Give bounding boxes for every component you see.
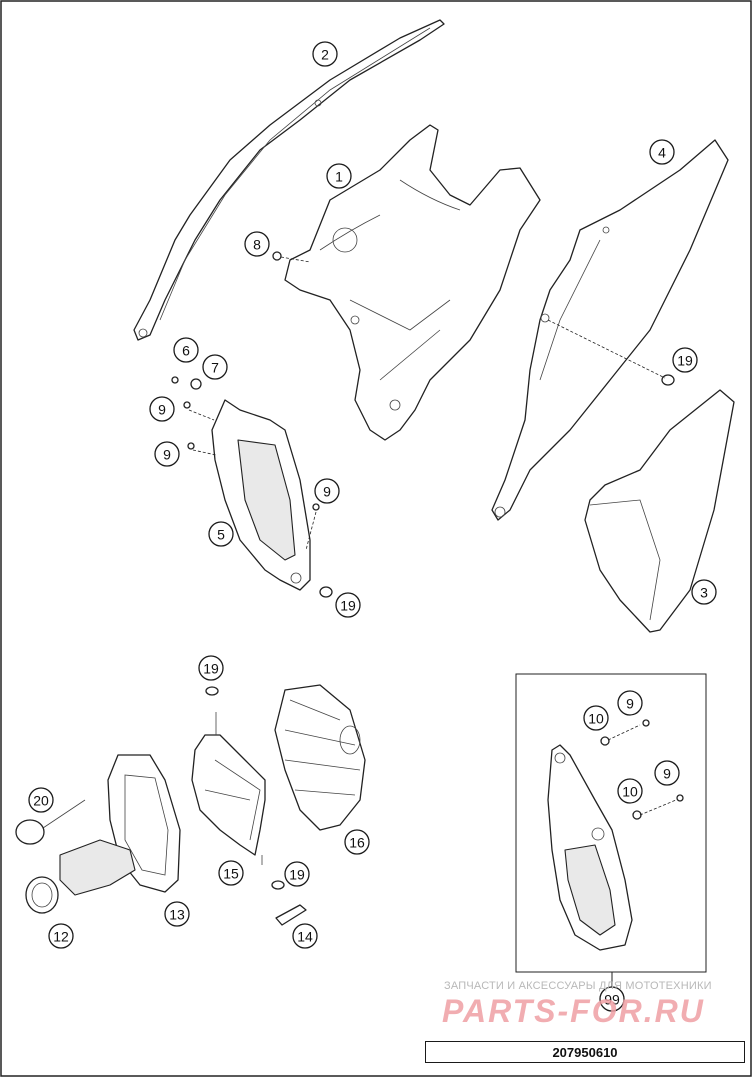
kit-99-box xyxy=(515,673,707,973)
callout-label: 19 xyxy=(677,353,693,369)
callout-label: 4 xyxy=(658,145,666,161)
callout-circle xyxy=(198,655,224,681)
callout-label: 14 xyxy=(297,929,313,945)
callout-label: 15 xyxy=(223,866,239,882)
callout-label: 6 xyxy=(182,343,190,359)
callout-c99[interactable]: 99 xyxy=(599,986,625,1012)
callout-c3[interactable]: 3 xyxy=(691,579,717,605)
callout-circle xyxy=(208,521,234,547)
part-12-ring[interactable] xyxy=(25,839,136,914)
callout-circle xyxy=(154,441,180,467)
callout-label: 8 xyxy=(253,237,261,253)
watermark-caption: ЗАПЧАСТИ И АКСЕССУАРЫ ДЛЯ МОТОТЕХНИКИ xyxy=(444,980,712,992)
callout-label: 9 xyxy=(323,484,331,500)
callout-c1[interactable]: 1 xyxy=(326,163,352,189)
part-14-clip[interactable] xyxy=(275,904,307,926)
callout-c9d[interactable]: 9 xyxy=(617,690,643,716)
callout-c5[interactable]: 5 xyxy=(208,521,234,547)
callout-label: 9 xyxy=(163,447,171,463)
callout-c19d[interactable]: 19 xyxy=(284,861,310,887)
callout-c19a[interactable]: 19 xyxy=(672,347,698,373)
callout-circle xyxy=(617,778,643,804)
callout-c2[interactable]: 2 xyxy=(312,41,338,67)
callout-circle xyxy=(326,163,352,189)
callout-label: 9 xyxy=(626,696,634,712)
callout-label: 19 xyxy=(289,867,305,883)
callout-c7[interactable]: 7 xyxy=(202,354,228,380)
part-15-cage[interactable] xyxy=(191,712,266,865)
part-2-strip[interactable] xyxy=(133,19,445,341)
callout-circle xyxy=(691,579,717,605)
callout-c6[interactable]: 6 xyxy=(173,337,199,363)
fasteners xyxy=(171,251,684,890)
callout-circle xyxy=(164,901,190,927)
part-5-frame[interactable] xyxy=(211,399,311,591)
callout-label: 19 xyxy=(340,598,356,614)
part-3-shroud[interactable] xyxy=(584,389,735,633)
part-99-kit[interactable] xyxy=(547,744,633,951)
callout-c4[interactable]: 4 xyxy=(649,139,675,165)
callout-circle xyxy=(617,690,643,716)
callout-circle xyxy=(314,478,340,504)
callout-circle xyxy=(173,337,199,363)
callout-c13[interactable]: 13 xyxy=(164,901,190,927)
callout-c9b[interactable]: 9 xyxy=(154,441,180,467)
callout-c9e[interactable]: 9 xyxy=(654,760,680,786)
watermark-logo: PARTS-FOR.RU xyxy=(442,993,705,1029)
callout-c14[interactable]: 14 xyxy=(292,923,318,949)
callout-circle xyxy=(312,41,338,67)
callout-circle xyxy=(344,829,370,855)
callout-circle xyxy=(599,986,625,1012)
callout-label: 10 xyxy=(588,711,604,727)
part-4-side-panel[interactable] xyxy=(491,139,729,521)
callout-circle xyxy=(292,923,318,949)
callout-c10b[interactable]: 10 xyxy=(617,778,643,804)
callout-label: 16 xyxy=(349,835,365,851)
callout-circle xyxy=(218,860,244,886)
callout-circle xyxy=(335,592,361,618)
callout-circle xyxy=(202,354,228,380)
callout-circle xyxy=(28,787,54,813)
drawing-code: 207950610 xyxy=(425,1041,745,1063)
callout-label: 99 xyxy=(604,992,620,1008)
callout-c8[interactable]: 8 xyxy=(244,231,270,257)
callout-label: 9 xyxy=(158,402,166,418)
callout-circle xyxy=(48,923,74,949)
callout-label: 10 xyxy=(622,784,638,800)
callout-label: 13 xyxy=(169,907,185,923)
callout-c9c[interactable]: 9 xyxy=(314,478,340,504)
callout-label: 9 xyxy=(663,766,671,782)
callout-circle xyxy=(654,760,680,786)
callout-c9a[interactable]: 9 xyxy=(149,396,175,422)
callout-label: 2 xyxy=(321,47,329,63)
callout-c16[interactable]: 16 xyxy=(344,829,370,855)
callout-circle xyxy=(649,139,675,165)
callout-c15[interactable]: 15 xyxy=(218,860,244,886)
callout-circle xyxy=(244,231,270,257)
callout-label: 7 xyxy=(211,360,219,376)
callout-label: 1 xyxy=(335,169,343,185)
callout-c20[interactable]: 20 xyxy=(28,787,54,813)
callout-label: 5 xyxy=(217,527,225,543)
callout-circle xyxy=(284,861,310,887)
part-1-airbox[interactable] xyxy=(284,124,541,441)
callout-circle xyxy=(149,396,175,422)
callout-label: 12 xyxy=(53,929,69,945)
part-16-filter[interactable] xyxy=(274,684,366,831)
callout-label: 19 xyxy=(203,661,219,677)
leader-lines xyxy=(188,256,677,816)
part-20-plug[interactable] xyxy=(15,799,86,845)
callout-c12[interactable]: 12 xyxy=(48,923,74,949)
callout-label: 20 xyxy=(33,793,49,809)
callout-c10a[interactable]: 10 xyxy=(583,705,609,731)
callout-c19c[interactable]: 19 xyxy=(198,655,224,681)
callout-circle xyxy=(583,705,609,731)
callout-label: 3 xyxy=(700,585,708,601)
callout-circle xyxy=(672,347,698,373)
callout-c19b[interactable]: 19 xyxy=(335,592,361,618)
